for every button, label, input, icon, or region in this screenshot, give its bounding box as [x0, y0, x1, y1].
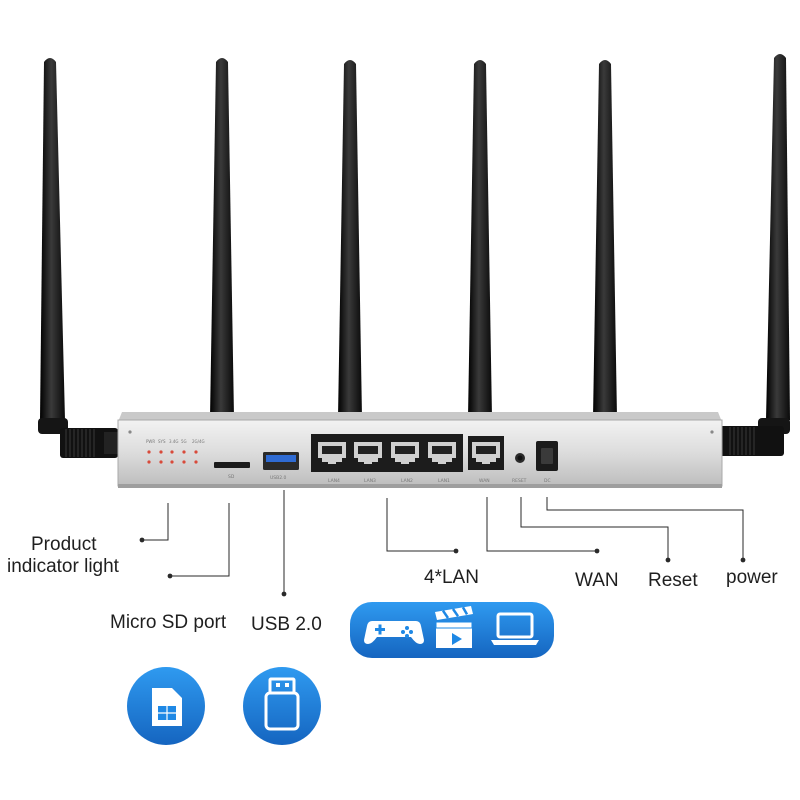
lan-port-block: LAN4 LAN3 LAN2 LAN1: [311, 434, 463, 484]
product-indicator-label-line2: indicator light: [7, 556, 119, 577]
antenna-connector-right: [718, 426, 784, 456]
antenna-5: [593, 60, 617, 418]
usb-port: USB2.0: [263, 452, 299, 481]
led-label-pwr: PWR: [146, 439, 155, 444]
svg-text:LAN1: LAN1: [438, 478, 450, 484]
reset-button: RESET: [512, 453, 527, 484]
product-indicator-label-line1: Product: [31, 534, 97, 555]
usb-label: USB 2.0: [251, 614, 322, 635]
antenna-6: [758, 54, 790, 434]
clapperboard-icon: [435, 606, 473, 648]
lan-label: 4*LAN: [424, 567, 479, 588]
micro-sd-label: Micro SD port: [110, 612, 227, 633]
reset-label: Reset: [648, 570, 698, 591]
led-label-2g4g: 2G/4G: [192, 439, 205, 444]
usb-stick-icon: [243, 667, 321, 745]
gamepad-icon: [364, 621, 424, 644]
led-label-34g: 3.4G: [169, 439, 178, 444]
antenna-4: [468, 60, 492, 418]
antenna-1: [38, 58, 68, 434]
svg-text:LAN4: LAN4: [328, 478, 340, 484]
svg-text:WAN: WAN: [479, 478, 490, 484]
svg-text:LAN2: LAN2: [401, 478, 413, 484]
power-label: power: [726, 567, 778, 588]
led-label-5g: 5G: [181, 439, 187, 444]
antenna-connector-left: [60, 428, 120, 458]
sim-card-icon: [127, 667, 205, 745]
micro-sd-slot: SD: [214, 462, 250, 480]
svg-text:USB2.0: USB2.0: [270, 475, 287, 481]
svg-text:RESET: RESET: [512, 478, 527, 484]
dc-power-jack: DC: [536, 441, 558, 484]
wan-port: WAN: [468, 436, 504, 484]
svg-text:DC: DC: [544, 478, 551, 484]
laptop-icon: [491, 612, 539, 645]
callout-lines: [142, 490, 744, 594]
usage-icons-pill: [350, 602, 554, 658]
indicator-light-panel: PWR SYS 3.4G 5G 2G/4G: [146, 439, 205, 464]
antenna-2: [210, 58, 234, 418]
svg-text:LAN3: LAN3: [364, 478, 376, 484]
antenna-3: [338, 60, 362, 418]
led-label-sys: SYS: [158, 439, 166, 444]
wan-label: WAN: [575, 570, 619, 591]
svg-text:SD: SD: [228, 474, 235, 480]
